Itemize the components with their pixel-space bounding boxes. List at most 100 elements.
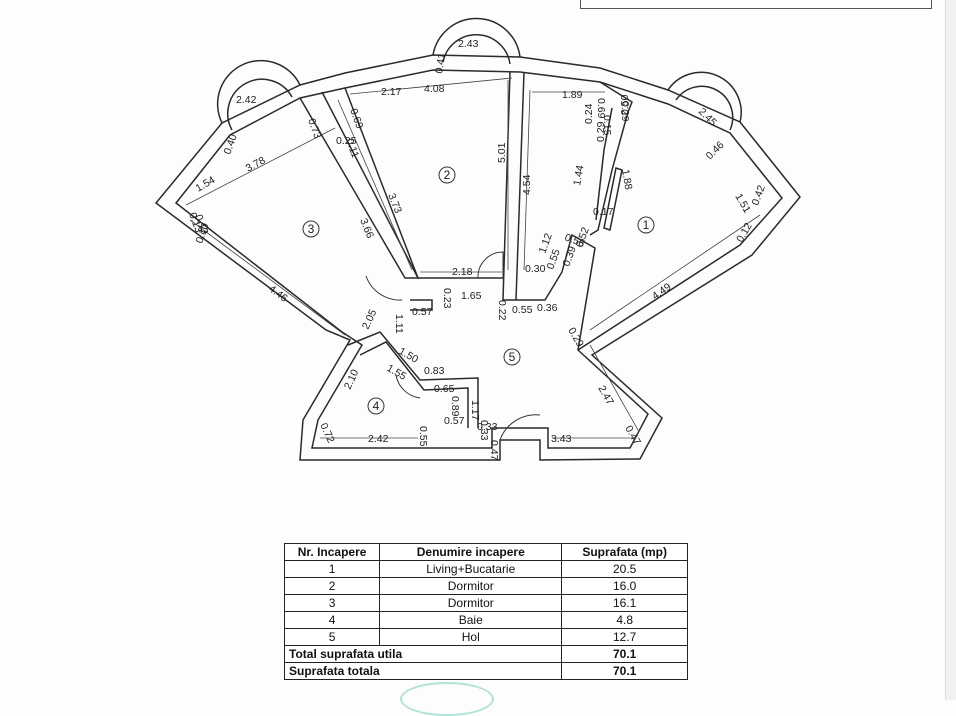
dim-label: 1.89 (562, 89, 583, 101)
column-header: Suprafata (mp) (561, 543, 688, 561)
area-table: Nr. Incapere Denumire incapere Suprafata… (283, 543, 688, 680)
dim-label: 4.46 (266, 283, 290, 305)
dim-label: 0.47 (488, 440, 500, 461)
dim-label: 3.73 (385, 192, 404, 216)
table-header-row: Nr. Incapere Denumire incapere Suprafata… (283, 543, 688, 561)
table-row: 2 Dormitor 16.0 (283, 577, 688, 595)
room-nr-cell: 3 (283, 594, 381, 612)
dim-label: 0.22 (496, 300, 508, 321)
dim-label: 0.29 (619, 101, 631, 122)
dim-label: 0.25 (336, 135, 357, 147)
interior-walls (299, 71, 633, 428)
room-area-cell: 12.7 (561, 628, 688, 646)
room-area-cell: 20.5 (561, 560, 688, 578)
room-5-marker (503, 348, 521, 366)
room-name-cell: Dormitor (379, 594, 563, 612)
table-row: 1 Living+Bucatarie 20.5 (283, 560, 688, 578)
total-useful-label: Total suprafata utila (283, 645, 563, 663)
dim-label: 2.45 (696, 106, 719, 129)
table-row: 3 Dormitor 16.1 (283, 594, 688, 612)
dim-label: 0.30 (525, 263, 546, 275)
dim-label: 2.42 (368, 433, 389, 445)
room-nr-cell: 2 (283, 577, 381, 595)
room-nr-cell: 4 (283, 611, 381, 629)
dim-label: 0.29 (565, 326, 586, 350)
room-name-cell: Living+Bucatarie (379, 560, 563, 578)
dim-label: 3.66 (357, 217, 376, 241)
dim-label: 2.05 (360, 308, 380, 332)
dim-label: 0.11 (343, 137, 361, 160)
dim-label: 2.47 (595, 384, 616, 408)
dim-label: 0.23 (441, 288, 453, 309)
floor-plan-drawing: 1 2 3 4 5 2.42 0.40 0.73 3.78 1.54 0.13 … (154, 17, 801, 461)
dim-label: 0.89 (449, 396, 461, 417)
dim-label: 0.46 (704, 139, 727, 162)
dim-label: 2.10 (342, 368, 362, 392)
dim-label: 0.57 (444, 415, 465, 427)
room-3-number: 3 (308, 222, 315, 236)
total-label: Suprafata totala (283, 662, 563, 680)
dim-label: 1.65 (461, 290, 482, 302)
dim-label: 0.65 (434, 383, 455, 395)
dim-label: 0.69 (595, 98, 607, 119)
column-header: Denumire incapere (379, 543, 563, 561)
total-value: 70.1 (561, 662, 688, 680)
bay-windows (216, 17, 742, 131)
room-name-cell: Hol (379, 628, 563, 646)
stamp-mark (400, 682, 494, 716)
room-2-number: 2 (444, 168, 451, 182)
table-row: 4 Baie 4.8 (283, 611, 688, 629)
dim-label: 2.17 (381, 86, 402, 98)
dim-label: 0.72 (317, 421, 337, 445)
dim-label: 0.15 (601, 115, 613, 136)
total-row: Suprafata totala 70.1 (283, 662, 688, 680)
room-labels: 1 2 3 4 5 (302, 166, 655, 415)
dim-label: 4.08 (424, 83, 445, 95)
dim-label: 0.40 (222, 133, 240, 156)
dim-label: 0.55 (417, 426, 429, 447)
dim-label: 1.50 (397, 345, 421, 366)
dim-label: 1.44 (571, 164, 586, 186)
room-nr-cell: 5 (283, 628, 381, 646)
room-4-marker (367, 397, 385, 415)
room-3-marker (302, 220, 320, 238)
room-5-number: 5 (509, 350, 516, 364)
room-name-cell: Baie (379, 611, 563, 629)
room-1-marker (637, 216, 655, 234)
dim-label: 0.55 (512, 304, 533, 316)
dim-label: 0.24 (583, 103, 595, 124)
room-4-number: 4 (373, 399, 380, 413)
dim-label: 0.33 (478, 420, 490, 441)
dimension-lines (185, 77, 761, 439)
dim-label: 3.43 (551, 433, 572, 445)
room-nr-cell: 1 (283, 560, 381, 578)
column-header: Nr. Incapere (283, 543, 381, 561)
room-area-cell: 16.1 (561, 594, 688, 612)
table-row: 5 Hol 12.7 (283, 628, 688, 646)
dim-label: 3.78 (244, 154, 268, 174)
dim-label: 0.50 (619, 94, 631, 115)
room-area-cell: 16.0 (561, 577, 688, 595)
room-1-number: 1 (643, 218, 650, 232)
dim-label: 0.83 (424, 365, 445, 377)
dim-label: 2.18 (452, 266, 473, 278)
dim-label: 0.57 (412, 306, 433, 318)
dim-label: 4.54 (521, 174, 533, 195)
door-swings (365, 251, 541, 441)
dim-label: 5.01 (496, 142, 508, 163)
room-area-cell: 4.8 (561, 611, 688, 629)
dim-label: 0.42 (750, 184, 768, 207)
dim-label: 2.43 (458, 38, 479, 50)
title-block-frame (580, 0, 932, 9)
dim-label: 0.36 (537, 302, 558, 314)
dimension-labels: 2.42 0.40 0.73 3.78 1.54 0.13 0.13 0.10 … (186, 38, 768, 461)
floor-plan-page: 1 2 3 4 5 2.42 0.40 0.73 3.78 1.54 0.13 … (154, 0, 956, 716)
dim-label: 0.73 (305, 117, 323, 140)
dim-label: 0.17 (593, 206, 614, 218)
dim-label: 0.29 (595, 121, 607, 142)
dim-label: 0.33 (477, 421, 498, 433)
dim-label: 1.88 (619, 168, 634, 190)
dim-label: 2.42 (236, 94, 257, 106)
dim-label: 0.39 (561, 245, 579, 268)
total-useful-row: Total suprafata utila 70.1 (283, 645, 688, 663)
